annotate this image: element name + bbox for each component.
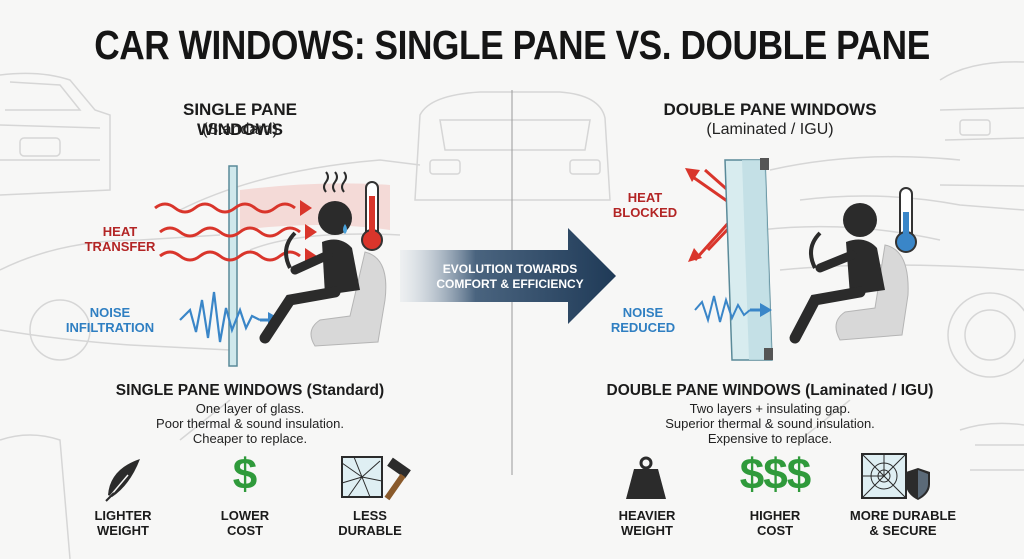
left-desc: One layer of glass. Poor thermal & sound…	[156, 401, 344, 446]
person-head	[318, 201, 352, 235]
thermometer-cool-icon	[895, 187, 917, 253]
person-head	[843, 203, 877, 237]
noise-wave	[179, 291, 261, 343]
double-glass-pane	[724, 158, 773, 361]
double-pane-illustration	[685, 158, 917, 361]
right-heading: DOUBLE PANE WINDOWS	[663, 100, 877, 119]
page-title: CAR WINDOWS: SINGLE PANE VS. DOUBLE PANE	[94, 22, 930, 68]
left-desc-heading: SINGLE PANE WINDOWS (Standard)	[115, 382, 385, 399]
dollars-icon: $$$	[739, 450, 811, 499]
right-desc-heading: DOUBLE PANE WINDOWS (Laminated / IGU)	[606, 382, 934, 399]
noise-wave-reduced	[694, 295, 751, 324]
shield-glass-icon	[861, 453, 930, 500]
broken-glass-hammer-icon	[341, 456, 411, 501]
heat-waves	[154, 202, 301, 262]
dollar-icon: $	[232, 450, 258, 499]
thermometer-hot-icon	[361, 181, 383, 251]
left-heading: SINGLE PANE WINDOWS	[183, 100, 297, 139]
single-pane-illustration	[154, 165, 390, 367]
more-durable-label: MORE DURABLE& SECURE	[849, 508, 957, 538]
single-glass-pane	[228, 165, 238, 367]
feather-icon	[105, 459, 140, 502]
weight-icon	[626, 456, 666, 499]
right-desc: Two layers + insulating gap. Superior th…	[665, 401, 875, 446]
evolution-arrow	[400, 228, 616, 324]
left-subheading: (Standard)	[202, 121, 278, 138]
right-subheading: (Laminated / IGU)	[706, 121, 834, 138]
